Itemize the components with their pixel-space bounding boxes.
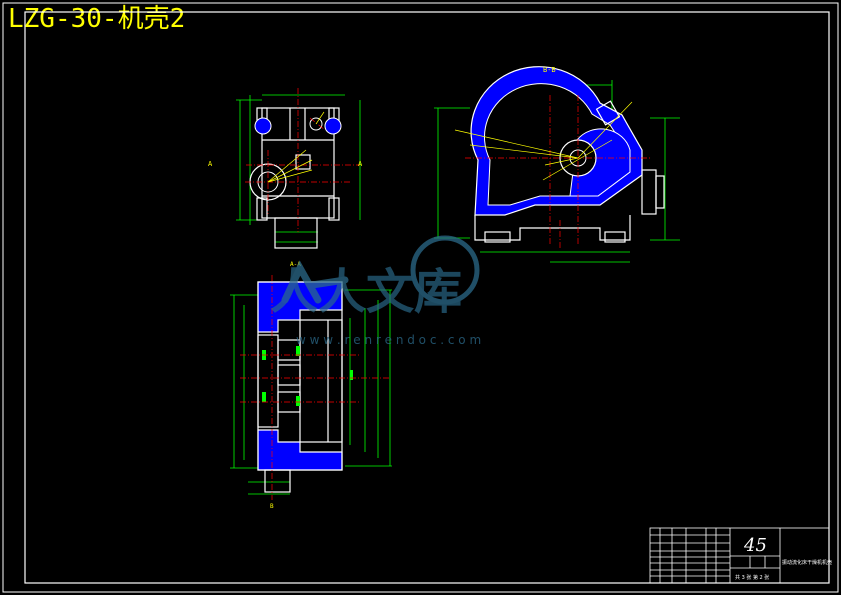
plan-view-bottom-label: B [270, 503, 274, 510]
title-block-number: 45 [743, 535, 767, 556]
title-block-sheet: 共 3 张 第 2 张 [735, 574, 769, 581]
section-view-label: B-B [543, 66, 556, 74]
watermark-url: w w w . r e n r e n d o c . c o m [296, 333, 481, 347]
plan-view: A-A B [230, 261, 392, 510]
page-title: LZG-30-机壳2 [8, 4, 186, 34]
title-block: 45 振动流化床干燥机机壳 共 3 张 第 2 张 [649, 527, 832, 584]
plan-view-label: A-A [290, 261, 301, 268]
side-view-label-right: A [358, 160, 363, 168]
title-block-name: 振动流化床干燥机机壳 [782, 559, 832, 566]
section-view: B-B [434, 66, 680, 263]
side-view-label-left: A [208, 160, 213, 168]
side-view: A A [208, 88, 363, 249]
watermark: 人人文库 w w w . r e n r e n d o c . c o m [270, 235, 481, 347]
watermark-logo-text: 人人文库 [270, 264, 462, 320]
